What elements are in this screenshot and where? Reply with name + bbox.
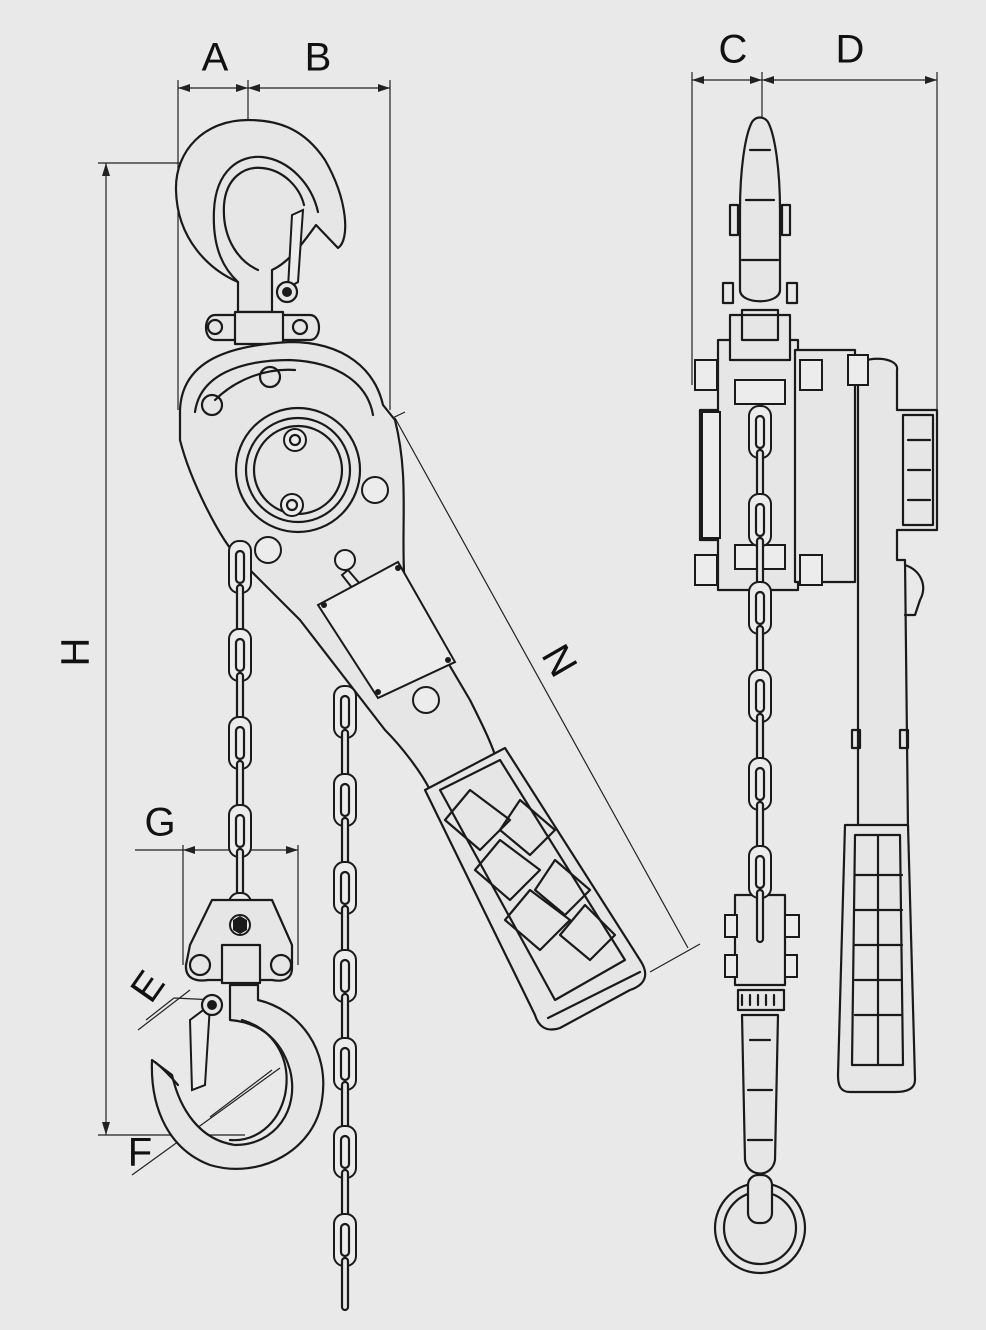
label-b: B — [305, 36, 332, 80]
hand-chain-left — [333, 685, 357, 1312]
label-f: F — [128, 1131, 152, 1175]
label-g: G — [144, 801, 175, 845]
load-chain-left — [228, 540, 252, 946]
chain-link-hole — [339, 1046, 351, 1082]
label-e: E — [122, 963, 173, 1010]
label-c: C — [719, 28, 748, 72]
chain-link-hole — [339, 1134, 351, 1170]
label-a: A — [202, 36, 229, 80]
label-h: H — [54, 638, 98, 667]
bottom-hook-block — [150, 898, 325, 1170]
top-hook — [174, 118, 347, 346]
side-view — [694, 116, 939, 1275]
chain-link-hole — [339, 958, 351, 994]
chain-link-hole — [339, 870, 351, 906]
name-plate — [316, 560, 457, 700]
chain-link — [755, 888, 765, 944]
chain-link-hole — [754, 590, 766, 626]
chain-link-hole — [754, 414, 766, 450]
chain-link — [340, 1256, 350, 1312]
chain-link-hole — [234, 637, 246, 673]
chain-link-hole — [339, 694, 351, 730]
chain-link-hole — [234, 549, 246, 585]
chain-link-hole — [339, 782, 351, 818]
handle-grip — [423, 746, 647, 1031]
chain-link-hole — [754, 766, 766, 802]
chain-link-hole — [754, 854, 766, 890]
chain-link-hole — [754, 502, 766, 538]
label-n: N — [533, 637, 586, 684]
lever-body — [178, 340, 497, 792]
load-chain-side — [748, 405, 772, 944]
chain-link-hole — [754, 678, 766, 714]
label-d: D — [836, 28, 865, 72]
chain-link-hole — [234, 813, 246, 849]
chain-link-hole — [234, 725, 246, 761]
chain-link-hole — [339, 1222, 351, 1258]
